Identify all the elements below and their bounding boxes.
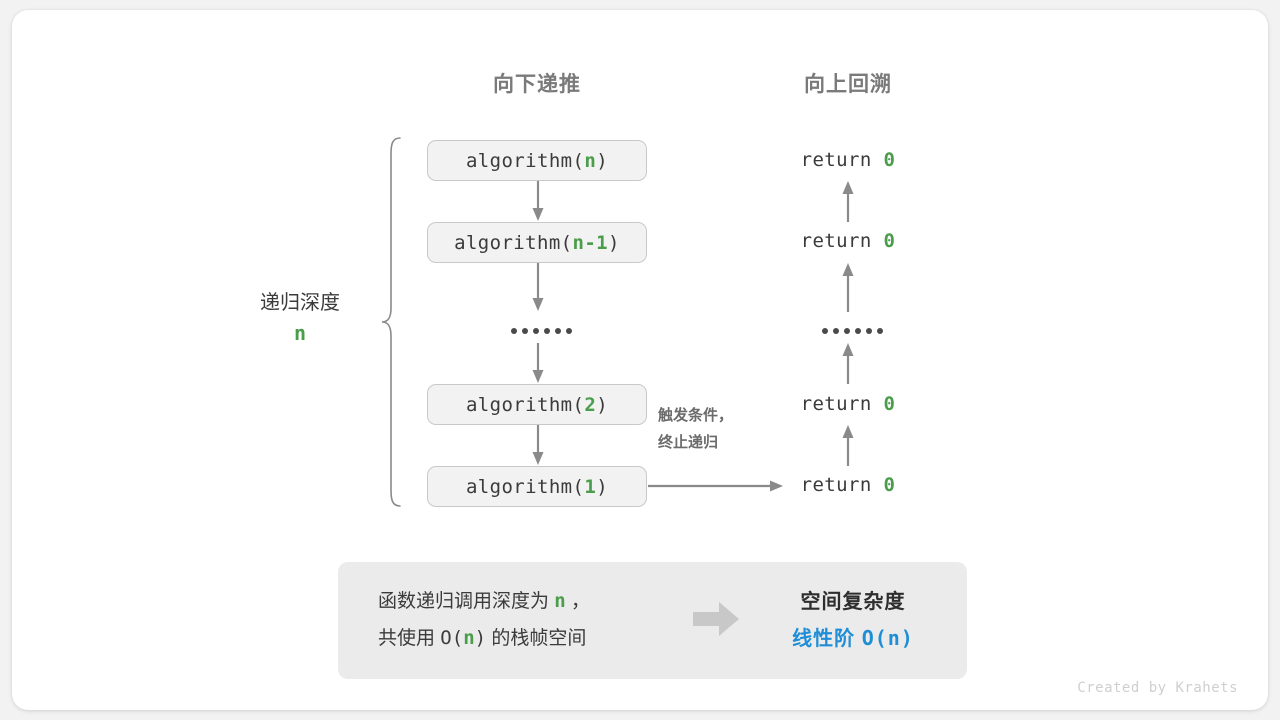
summary-panel: 函数递归调用深度为 n ， 共使用 O(n) 的栈帧空间 空间复杂度 线性阶 O… — [338, 562, 967, 679]
return-1-value: 0 — [883, 230, 896, 252]
return-statement-2: return 0 — [748, 393, 948, 415]
call-box-3-prefix: algorithm( — [465, 475, 585, 498]
column-header-downward: 向下递推 — [493, 73, 581, 96]
call-box-2-prefix: algorithm( — [465, 393, 585, 416]
summary-line1-b: ， — [571, 591, 591, 612]
return-1-keyword: return — [800, 230, 872, 252]
up-arrow-2-icon — [840, 342, 856, 384]
call-box-2: algorithm(2) — [427, 384, 647, 425]
recursion-depth-title: 递归深度 — [260, 292, 340, 314]
complexity-result: 空间复杂度 线性阶 O(n) — [763, 584, 943, 657]
up-arrow-1-icon — [840, 262, 856, 312]
summary-line2-a: 共使用 — [378, 628, 436, 649]
call-box-3-suffix: ) — [596, 475, 609, 498]
block-arrow-icon — [693, 601, 740, 637]
return-2-value: 0 — [883, 393, 896, 415]
call-box-1-arg: n-1 — [572, 231, 609, 254]
call-box-1-suffix: ) — [608, 231, 620, 254]
recursion-depth-label: 递归深度 n — [200, 288, 400, 348]
credit-text: Created by Krahets — [1077, 680, 1238, 696]
call-box-0-suffix: ) — [596, 149, 609, 172]
call-box-2-suffix: ) — [596, 393, 609, 416]
down-arrow-0-icon — [530, 181, 546, 222]
figure-card: 向下递推 向上回溯 递归深度 n algorithm(n) algorithm(… — [12, 10, 1268, 710]
right-ellipsis — [822, 328, 883, 334]
summary-line2-b: 的栈帧空间 — [491, 628, 587, 649]
call-box-3: algorithm(1) — [427, 466, 647, 507]
recursion-depth-value: n — [293, 321, 307, 345]
trigger-note-line1: 触发条件， — [658, 407, 734, 424]
summary-line1-var: n — [554, 590, 566, 612]
down-arrow-1-icon — [530, 263, 546, 312]
depth-brace-icon — [380, 136, 402, 508]
down-arrow-3-icon — [530, 425, 546, 466]
column-header-upward: 向上回溯 — [804, 73, 892, 96]
return-statement-3: return 0 — [748, 474, 948, 496]
summary-line2-var: n — [463, 627, 475, 649]
summary-line2-o-open: O( — [440, 627, 464, 649]
return-2-keyword: return — [800, 393, 872, 415]
return-3-value: 0 — [883, 474, 896, 496]
complexity-value: 线性阶 O(n) — [763, 620, 943, 657]
complexity-title: 空间复杂度 — [800, 591, 906, 613]
summary-text: 函数递归调用深度为 n ， 共使用 O(n) 的栈帧空间 — [378, 583, 590, 657]
up-arrow-0-icon — [840, 180, 856, 222]
call-box-1: algorithm(n-1) — [427, 222, 647, 263]
return-statement-1: return 0 — [748, 230, 948, 252]
base-case-arrow-icon — [648, 478, 784, 494]
summary-line2-o-close: ) — [474, 627, 487, 649]
call-box-3-arg: 1 — [584, 475, 597, 498]
trigger-condition-note: 触发条件， 终止递归 — [658, 402, 733, 456]
return-0-keyword: return — [800, 149, 872, 171]
call-box-0-prefix: algorithm( — [465, 149, 585, 172]
summary-line-2: 共使用 O(n) 的栈帧空间 — [378, 620, 590, 657]
summary-line1-a: 函数递归调用深度为 — [378, 591, 550, 612]
complexity-big-o: O(n) — [861, 626, 914, 650]
return-statement-0: return 0 — [748, 149, 948, 171]
trigger-note-line2: 终止递归 — [658, 434, 719, 451]
return-0-value: 0 — [883, 149, 896, 171]
return-3-keyword: return — [800, 474, 872, 496]
call-box-2-arg: 2 — [584, 393, 597, 416]
call-box-1-prefix: algorithm( — [454, 231, 573, 254]
call-box-0-arg: n — [584, 149, 597, 172]
down-arrow-2-icon — [530, 343, 546, 384]
left-ellipsis — [511, 328, 572, 334]
up-arrow-3-icon — [840, 424, 856, 466]
summary-line-1: 函数递归调用深度为 n ， — [378, 583, 590, 620]
complexity-order-name: 线性阶 — [792, 628, 856, 650]
call-box-0: algorithm(n) — [427, 140, 647, 181]
